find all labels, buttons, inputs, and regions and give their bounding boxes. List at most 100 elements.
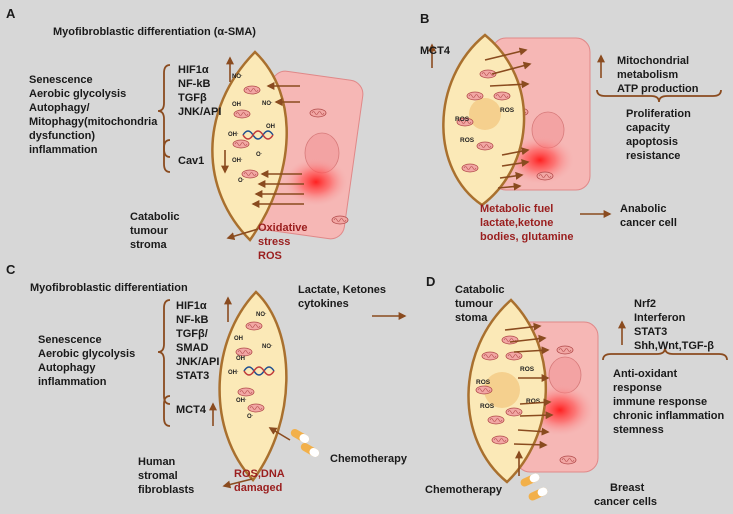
panel-c-letter: C — [6, 262, 16, 277]
panel-d-response-5: stemness — [613, 424, 664, 436]
svg-text:OH-: OH- — [236, 396, 247, 404]
panel-a-oxidative-1: Oxidative — [258, 222, 308, 234]
panel-d-response-4: chronic inflammation — [613, 410, 725, 422]
panel-a-marker-2: NF-kB — [178, 78, 211, 90]
panel-c-left-2: Aerobic glycolysis — [38, 348, 136, 360]
brace-c-left — [157, 299, 171, 405]
panel-b-fuel-3: bodies, glutamine — [480, 231, 574, 243]
panel-a-catabolic-2: tumour — [130, 225, 168, 237]
svg-text:OH: OH — [266, 124, 275, 130]
panel-d-graphics: ROS ROS ROS ROS — [467, 298, 728, 501]
panel-b-mito-3: ATP production — [617, 83, 699, 95]
ros-label-b3: ROS — [460, 137, 475, 144]
svg-text:OH-: OH- — [228, 130, 239, 138]
ros-label-d4: ROS — [526, 398, 541, 405]
panel-c-marker-4: SMAD — [176, 342, 209, 354]
panel-c-lactate-2: cytokines — [298, 298, 349, 310]
panel-a-title: Myofibroblastic differentiation (α-SMA) — [53, 26, 256, 38]
panel-b-letter: B — [420, 11, 430, 26]
panel-d-signal-4: Shh,Wnt,TGF-β — [634, 340, 715, 352]
panel-c-chemo: Chemotherapy — [330, 453, 408, 465]
panel-b-mito-2: metabolism — [617, 69, 679, 81]
panel-a-graphics: NO- NO- OH OH OH- O- O- OH- — [157, 50, 364, 242]
fibroblast-cell-a — [211, 50, 288, 242]
svg-text:NO-: NO- — [262, 99, 273, 107]
panel-c-marker-6: STAT3 — [176, 370, 210, 382]
svg-text:OH: OH — [234, 336, 243, 342]
panel-a-marker-4: JNK/API — [178, 106, 222, 118]
panel-b-anabolic-2: cancer cell — [620, 217, 677, 229]
panel-c-human-3: fibroblasts — [138, 484, 195, 496]
panel-a-oxidative-3: ROS — [258, 250, 282, 262]
panel-d-catabolic-1: Catabolic — [455, 284, 505, 296]
ros-label-b1: ROS — [500, 107, 515, 114]
panel-d-catabolic-2: tumour — [455, 298, 493, 310]
panel-c-mct4: MCT4 — [176, 404, 206, 416]
panel-b-anabolic-1: Anabolic — [620, 203, 667, 215]
panel-b-prolif-1: Proliferation — [626, 108, 691, 120]
svg-text:OH: OH — [236, 356, 245, 362]
svg-text:OH-: OH- — [232, 156, 243, 164]
panel-b-prolif-4: resistance — [626, 150, 681, 162]
panel-a-left-1: Senescence — [29, 74, 93, 86]
panel-d-signal-3: STAT3 — [634, 326, 668, 338]
panel-a-letter: A — [6, 6, 16, 21]
panel-a-left-6: inflammation — [29, 144, 98, 156]
panel-d-breast-1: Breast — [610, 482, 645, 494]
panel-b-fuel-1: Metabolic fuel — [480, 203, 554, 215]
svg-text:O-: O- — [256, 150, 263, 158]
panel-c-left-4: inflammation — [38, 376, 107, 388]
svg-text:NO-: NO- — [232, 72, 243, 80]
panel-d-response-1: Anti-oxidant — [613, 368, 678, 380]
panel-c-graphics: NO- NO- OH OH OH- OH- O- — [157, 290, 407, 489]
svg-text:O-: O- — [247, 412, 254, 420]
brace-d — [602, 347, 728, 361]
brace-b — [596, 89, 722, 103]
panel-c-left-3: Autophagy — [38, 362, 96, 374]
panel-a-marker-1: HIF1α — [178, 64, 209, 76]
chemo-pills-icon-d — [520, 473, 548, 501]
fibroblast-cell-c — [218, 290, 288, 482]
panel-c-left-1: Senescence — [38, 334, 102, 346]
panel-c-marker-3: TGFβ/ — [176, 328, 208, 340]
panel-a-left-4: Mitophagy(mitochondria — [29, 116, 158, 128]
ros-label-d1: ROS — [520, 366, 535, 373]
panel-c-lactate-1: Lactate, Ketones — [298, 284, 387, 296]
panel-d-breast-2: cancer cells — [594, 496, 657, 508]
panel-c-title: Myofibroblastic differentiation — [30, 282, 188, 294]
panel-d-response-2: response — [613, 382, 662, 394]
panel-a-marker-3: TGFβ — [178, 92, 207, 104]
panel-c-ros-dna-2: damaged — [234, 482, 283, 494]
svg-text:OH: OH — [232, 102, 241, 108]
panel-a-left-2: Aerobic glycolysis — [29, 88, 127, 100]
panel-b-fuel-2: lactate,ketone — [480, 217, 554, 229]
panel-a-left-5: dysfunction) — [29, 130, 95, 142]
ros-label-d2: ROS — [476, 379, 491, 386]
panel-c-marker-5: JNK/API — [176, 356, 220, 368]
panel-b-mct4: MCT4 — [420, 45, 450, 57]
panel-c-marker-1: HIF1α — [176, 300, 207, 312]
panel-c-human-2: stromal — [138, 470, 178, 482]
panel-a-cav1: Cav1 — [178, 155, 205, 167]
panel-b-graphics: ROS ROS ROS — [428, 33, 722, 218]
panel-b-prolif-2: capacity — [626, 122, 671, 134]
panel-d-signal-1: Nrf2 — [634, 298, 657, 310]
svg-text:OH-: OH- — [228, 368, 239, 376]
svg-text:NO-: NO- — [256, 310, 267, 318]
svg-text:O-: O- — [238, 176, 245, 184]
panel-a-left-3: Autophagy/ — [29, 102, 90, 114]
panel-d-letter: D — [426, 274, 436, 289]
panel-d-signal-2: Interferon — [634, 312, 686, 324]
panel-a-catabolic-1: Catabolic — [130, 211, 180, 223]
panel-c-ros-dna-1: ROS,DNA — [234, 468, 285, 480]
dna-damaged-icon-a — [242, 130, 274, 140]
chemo-pills-icon-c — [290, 429, 320, 457]
ros-label-d3: ROS — [480, 403, 495, 410]
panel-d-chemo: Chemotherapy — [425, 484, 503, 496]
panel-c-marker-2: NF-kB — [176, 314, 209, 326]
panel-d-catabolic-3: stoma — [455, 312, 488, 324]
dna-damaged-icon-c — [243, 366, 275, 376]
panel-b-prolif-3: apoptosis — [626, 136, 678, 148]
ros-label-b2: ROS — [455, 116, 470, 123]
